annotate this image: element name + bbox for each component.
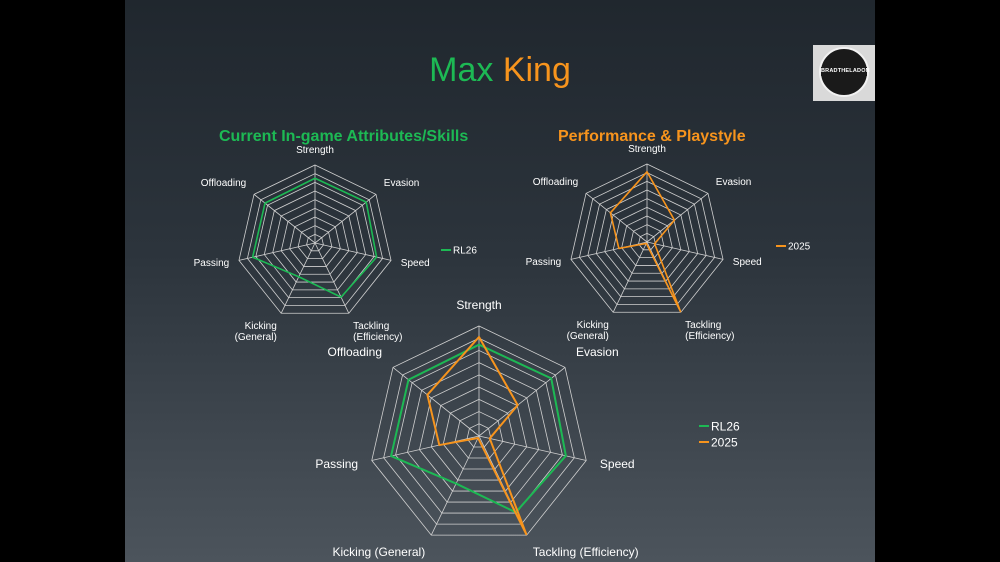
axis-label-offloading: Offloading (328, 345, 383, 359)
legend-label-rl26: RL26 (711, 419, 740, 433)
grid-ring (466, 423, 492, 448)
grid-ring (612, 206, 682, 274)
axis-label-strength: Strength (456, 298, 501, 312)
axis-label-speed: Speed (600, 457, 635, 471)
axis-label-offloading: Offloading (201, 178, 246, 189)
grid-ring (430, 386, 528, 481)
axis-spoke (646, 193, 709, 243)
axis-label-tackling-efficiency: Tackling(Efficiency) (685, 320, 734, 342)
grid-ring (442, 398, 516, 470)
axis-label-passing: Passing (315, 457, 358, 471)
axis-label-passing: Passing (526, 257, 562, 268)
grid-ring (263, 190, 367, 291)
grid-ring (638, 232, 656, 251)
legend-label-2025: 2025 (711, 435, 738, 449)
axis-spoke (392, 367, 480, 437)
radar-chart-2: StrengthEvasionSpeedTackling(Efficiency)… (526, 144, 811, 342)
axis-spoke (612, 241, 648, 313)
title-last-name: King (502, 51, 571, 89)
grid-ring (407, 362, 551, 503)
brand-logo: BRADTHELADON (813, 45, 875, 101)
axis-label-offloading: Offloading (533, 177, 578, 188)
axis-spoke (585, 193, 648, 243)
slide: Max King BRADTHELADON Current In-game At… (125, 0, 875, 562)
axis-spoke (238, 242, 316, 261)
slide-title: Max King (125, 50, 875, 90)
grid-ring (395, 350, 563, 514)
series-rl26 (390, 343, 567, 514)
axis-label-passing: Passing (194, 258, 230, 269)
grid-ring (383, 337, 575, 525)
axis-spoke (280, 242, 316, 314)
axis-spoke (314, 242, 392, 261)
grid-ring (570, 163, 724, 313)
legend-label-rl26: RL26 (453, 246, 477, 257)
axis-label-speed: Speed (401, 258, 430, 269)
subtitle-performance: Performance & Playstyle (558, 128, 746, 145)
axis-label-evasion: Evasion (576, 345, 619, 359)
axis-label-kicking-general: Kicking(General) (567, 320, 609, 342)
axis-spoke (478, 435, 587, 461)
axis-label-strength: Strength (296, 145, 334, 156)
axis-label-kicking-general: Kicking(General) (235, 321, 277, 343)
axis-label-tackling-efficiency: Tackling(Efficiency) (353, 321, 402, 343)
grid-ring (629, 224, 665, 259)
axis-spoke (253, 194, 316, 244)
axis-spoke (430, 435, 480, 536)
legend-label-2025: 2025 (788, 242, 811, 253)
series-2025 (426, 336, 528, 536)
series-2025 (609, 171, 682, 313)
grid-ring (280, 207, 350, 275)
grid-ring (454, 411, 504, 459)
logo-text: BRADTHELADON (821, 67, 870, 76)
grid-ring (246, 173, 384, 306)
grid-ring (306, 233, 324, 252)
axis-label-evasion: Evasion (384, 178, 420, 189)
grid-ring (621, 215, 673, 266)
title-first-name: Max (429, 51, 494, 89)
axis-label-strength: Strength (628, 144, 666, 155)
grid-ring (587, 180, 707, 298)
axis-label-speed: Speed (733, 257, 762, 268)
grid-ring (238, 164, 392, 314)
logo-badge: BRADTHELADON (819, 47, 870, 97)
grid-ring (297, 225, 333, 260)
subtitle-current-attributes: Current In-game Attributes/Skills (219, 128, 469, 145)
radar-charts: StrengthEvasionSpeedTackling(Efficiency)… (194, 144, 811, 559)
grid-ring (289, 216, 341, 267)
series-rl26 (251, 177, 378, 298)
axis-label-tackling-efficiency: Tackling (Efficiency) (533, 545, 639, 559)
grid-ring (255, 181, 375, 299)
radar-chart-1: StrengthEvasionSpeedTackling(Efficiency)… (194, 145, 478, 343)
axis-spoke (314, 242, 350, 314)
grid-ring (578, 172, 716, 305)
grid-ring (371, 325, 587, 536)
grid-ring (272, 199, 358, 283)
axis-label-kicking-general: Kicking (General) (332, 545, 425, 559)
axis-label-evasion: Evasion (716, 177, 752, 188)
axis-spoke (646, 241, 724, 260)
grid-ring (595, 189, 699, 290)
